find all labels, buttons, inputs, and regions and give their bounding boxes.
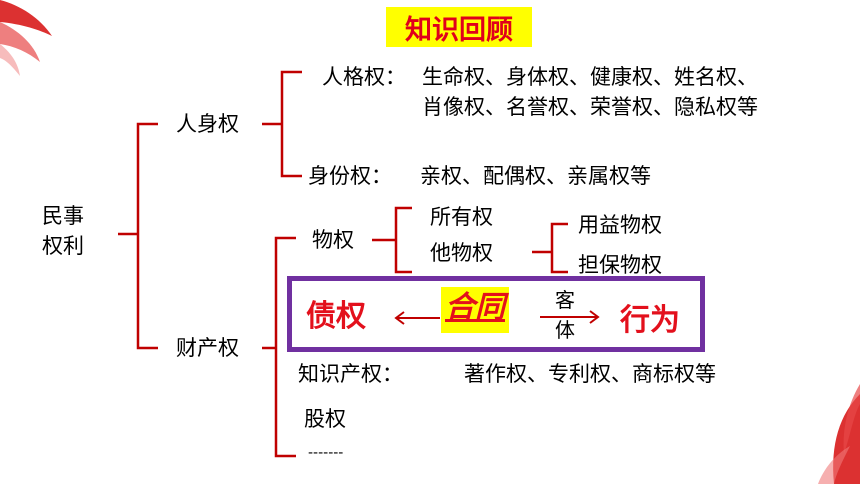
personality-rights-label: 人格权： <box>322 65 406 89</box>
ip-rights-items: 著作权、专利权、商标权等 <box>464 362 716 386</box>
identity-rights-label: 身份权： <box>308 164 392 188</box>
personality-rights-line1: 生命权、身体权、健康权、姓名权、 <box>422 65 758 89</box>
other-real-rights-label: 他物权 <box>430 241 493 265</box>
ownership-label: 所有权 <box>430 205 493 229</box>
equity-label: 股权 <box>304 407 346 431</box>
security-rights-label: 担保物权 <box>578 253 662 277</box>
object-label-top: 客 <box>555 288 575 312</box>
contract-highlight: 合同 <box>441 287 509 333</box>
root-label-line2: 权利 <box>42 234 84 258</box>
personal-rights-label: 人身权 <box>176 112 239 136</box>
identity-rights-items: 亲权、配偶权、亲属权等 <box>420 164 651 188</box>
act-label: 行为 <box>620 303 680 338</box>
obligation-label: 债权 <box>306 299 366 334</box>
object-label-bottom: 体 <box>555 318 575 342</box>
etc-label: ------- <box>308 445 344 461</box>
usufruct-label: 用益物权 <box>578 213 662 237</box>
page-title: 知识回顾 <box>386 7 532 47</box>
root-label-line1: 民事 <box>42 204 84 228</box>
ip-rights-label: 知识产权： <box>298 362 403 386</box>
red-ribbon-bottom-right <box>818 384 860 484</box>
personality-rights-line2: 肖像权、名誉权、荣誉权、隐私权等 <box>422 95 758 119</box>
obligation-box <box>287 276 705 352</box>
real-rights-label: 物权 <box>312 228 354 252</box>
contract-label: 合同 <box>445 290 505 325</box>
red-ribbon-top-left <box>0 0 52 76</box>
property-rights-label: 财产权 <box>176 336 239 360</box>
